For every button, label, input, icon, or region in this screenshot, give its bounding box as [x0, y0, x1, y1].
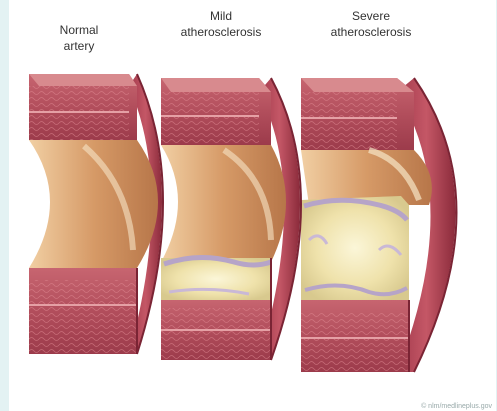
label-severe-atherosclerosis: Severe atherosclerosis: [311, 8, 431, 40]
normal-artery-segment: [29, 74, 163, 354]
label-mild-line2: atherosclerosis: [161, 24, 281, 40]
severe-lumen: [301, 150, 432, 205]
mild-artery-segment: [161, 78, 301, 360]
label-severe-line1: Severe: [311, 8, 431, 24]
label-mild-line1: Mild: [161, 8, 281, 24]
artery-illustration: [9, 0, 496, 411]
watermark: © nlm/medlineplus.gov: [421, 403, 492, 410]
label-severe-line2: atherosclerosis: [311, 24, 431, 40]
label-normal-line1: Normal: [39, 22, 119, 38]
label-normal-artery: Normal artery: [39, 22, 119, 54]
illustration-frame: Normal artery Mild atherosclerosis Sever…: [9, 0, 496, 411]
label-mild-atherosclerosis: Mild atherosclerosis: [161, 8, 281, 40]
label-normal-line2: artery: [39, 38, 119, 54]
severe-artery-segment: [301, 78, 457, 372]
